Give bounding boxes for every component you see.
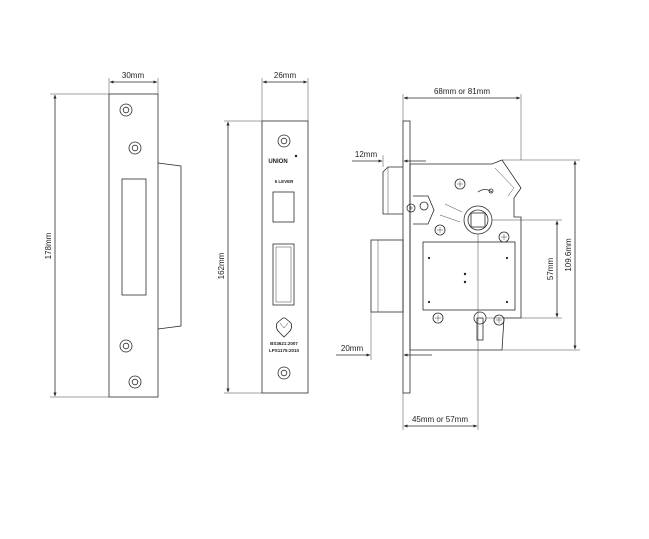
case-screw-6 [493,314,505,326]
lock-case-view: 68mm or 81mm 12mm 20mm 45mm or 57mm 57mm… [336,87,580,430]
forend-standard-2: LPS1175:2010 [269,348,300,353]
case-screw-3 [434,224,446,236]
striker-height-label: 178mm [44,232,53,259]
bolt-projection-label: 20mm [341,344,364,353]
latch-bolt [382,166,403,215]
forend-view: UNION 5 LEVER BS3621:2007 LPS1175:2010 2… [217,71,309,394]
forend-height-label: 162mm [217,252,226,279]
forend-screw-hole-top [277,134,291,148]
forend-plate [261,120,309,394]
forend-screw-hole-bottom [277,366,291,380]
striker-screw-hole-4 [128,375,142,389]
kitemark-icon [276,317,292,338]
latch-lever [413,195,435,225]
striker-plate-view: 30mm 178mm [44,71,182,398]
striker-screw-hole-2 [128,141,142,155]
case-screw-1 [454,178,466,190]
striker-screw-hole-1 [119,103,133,117]
case-screw-2 [406,203,416,213]
striker-width-label: 30mm [122,71,145,80]
striker-box [157,162,182,330]
keyhole [473,311,487,341]
case-screw-5 [432,312,444,324]
striker-bolt-hole [121,178,147,296]
case-forend-edge [402,120,411,394]
forend-bolt-opening [272,243,295,306]
centres-label: 57mm [546,258,555,281]
forend-standard-1: BS3621:2007 [270,341,298,346]
case-height-label: 109.6mm [564,238,573,272]
striker-screw-hole-3 [119,339,133,353]
forend-latch-opening [272,191,295,223]
latch-projection-label: 12mm [355,150,378,159]
lock-case-body [409,159,522,351]
case-width-label: 68mm or 81mm [434,87,490,96]
forend-width-label: 26mm [274,71,297,80]
spindle-follower [463,205,493,235]
forend-lever-text: 5 LEVER [275,179,295,184]
backset-label: 45mm or 57mm [412,415,468,424]
dead-bolt [370,239,404,313]
forend-brand-text: UNION [268,159,287,165]
case-screw-4 [498,231,510,243]
lever-pack-cover [422,241,516,311]
striker-plate [108,93,159,398]
